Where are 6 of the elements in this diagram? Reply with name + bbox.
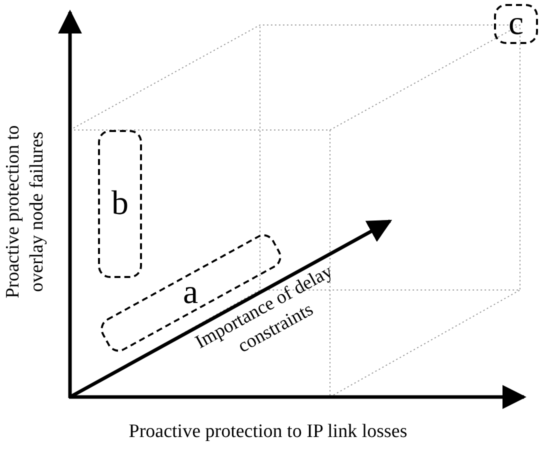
node-letter: c: [508, 7, 524, 41]
axis-label: Proactive protection to IP link losses: [128, 420, 408, 444]
node-letter: b: [112, 187, 128, 221]
dashed-rounded-box: [494, 4, 538, 44]
dashed-rounded-box: [98, 130, 142, 278]
axis-label: Proactive protection to overlay node failures: [1, 124, 48, 300]
